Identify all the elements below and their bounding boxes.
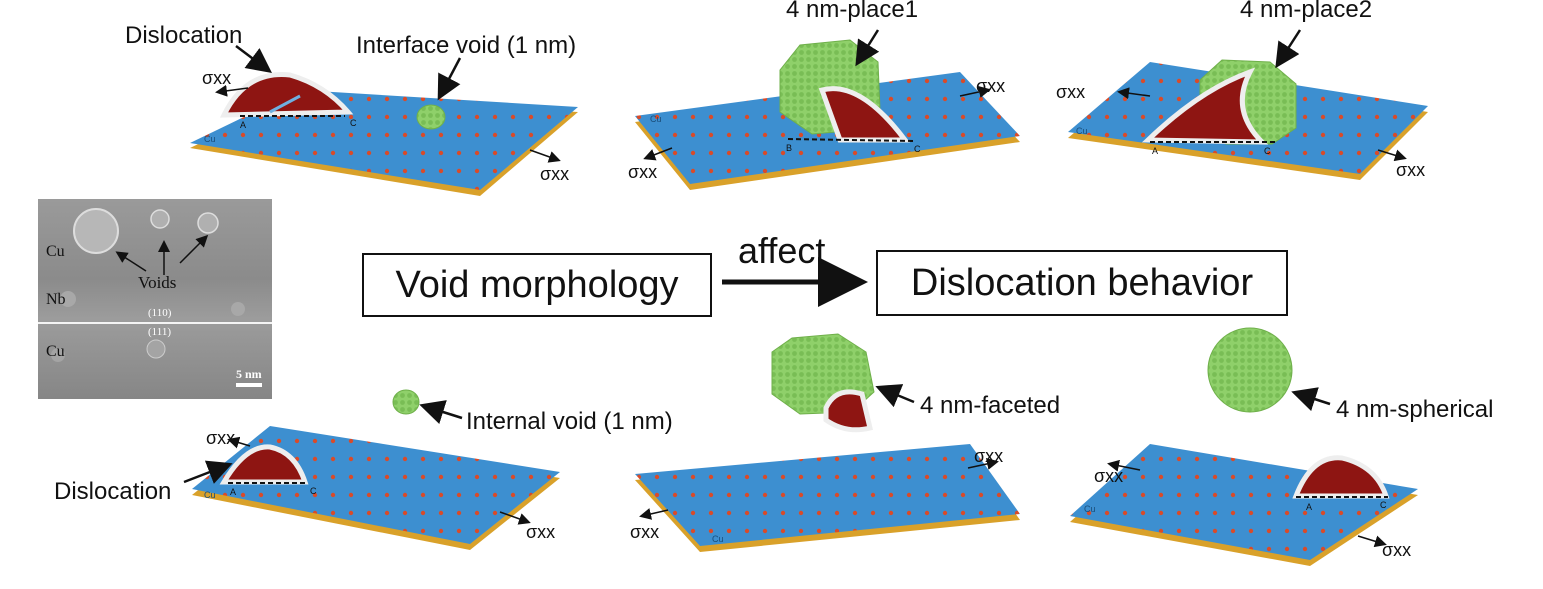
annotation-arrows [183, 29, 1331, 484]
sigma-label: σxx [976, 76, 1006, 96]
label-interface-void: Interface void (1 nm) [356, 32, 577, 59]
tem-label-cu-bottom: Cu [46, 343, 65, 360]
cu-nb-slab [635, 444, 1020, 546]
tag-c: C [1264, 146, 1271, 156]
dislocation-loop [219, 444, 309, 485]
sigma-label: σxx [1396, 160, 1426, 180]
label-dislocation-top: Dislocation [125, 22, 243, 49]
arrow-spherical [1291, 387, 1331, 412]
tag-cu: Cu [650, 114, 662, 124]
tag-a: A [230, 487, 237, 497]
arrow-internal-void [419, 400, 463, 424]
panel-interface-void-1nm [190, 72, 578, 196]
sigma-label: σxx [206, 428, 236, 448]
cu-nb-slab [1070, 444, 1418, 560]
label-internal-void: Internal void (1 nm) [466, 408, 673, 435]
arrow-dislocation-bottom [183, 460, 233, 484]
dislocation-loop [823, 389, 873, 433]
tag-c: C [914, 144, 921, 154]
label-dislocation-bottom: Dislocation [54, 478, 172, 505]
panel-4nm-spherical [1070, 327, 1418, 566]
internal-void-particle [392, 389, 420, 415]
interface-void-particle [416, 104, 446, 130]
sigma-label: σxx [540, 164, 570, 184]
tem-scale-bar-label: 5 nm [236, 367, 262, 381]
sigma-label: σxx [974, 446, 1004, 466]
tag-a: A [1152, 146, 1159, 156]
tem-micrograph: Cu Voids Nb (110) (111) Cu 5 nm [38, 199, 272, 399]
label-4nm-spherical: 4 nm-spherical [1336, 396, 1494, 423]
tag-cu: Cu [1084, 504, 1096, 514]
panel-4nm-place1 [635, 39, 1020, 190]
sigma-label: σxx [630, 522, 660, 542]
arrow-dislocation-top [235, 45, 272, 73]
panel-internal-void-1nm [192, 389, 560, 550]
affect-label: affect [738, 230, 826, 271]
burgers-vector [269, 94, 301, 114]
tag-cu: Cu [204, 490, 216, 500]
arrow-interface-void [437, 57, 462, 101]
tag-cu: Cu [1076, 126, 1088, 136]
tag-a: A [1306, 502, 1313, 512]
tag-c: C [350, 118, 357, 128]
void-4nm-spherical [1207, 327, 1293, 413]
panel-4nm-faceted [635, 333, 1020, 552]
tag-a: A [240, 120, 247, 130]
dislocation-loop [219, 72, 354, 118]
tem-label-cu-top: Cu [46, 243, 65, 260]
panel-4nm-place2 [1068, 59, 1428, 180]
tem-label-110: (110) [148, 307, 172, 319]
tem-label-voids: Voids [138, 273, 177, 292]
tem-label-nb: Nb [46, 291, 66, 308]
tag-cu: Cu [712, 534, 724, 544]
tem-label-111: (111) [148, 326, 172, 338]
dislocation-behavior-box: Dislocation behavior [876, 250, 1288, 316]
tem-texture [38, 208, 272, 387]
sigma-label: σxx [1382, 540, 1412, 560]
stress-arrows [215, 84, 1407, 548]
tag-cu: Cu [204, 134, 216, 144]
label-4nm-place2: 4 nm-place2 [1240, 0, 1373, 23]
dislocation-line [787, 138, 916, 142]
tag-b: B [786, 143, 793, 153]
arrow-faceted [875, 384, 915, 408]
arrow-place2 [1275, 29, 1302, 69]
dislocation-loop [1292, 455, 1390, 499]
tag-c: C [1380, 500, 1387, 510]
sigma-label: σxx [526, 522, 556, 542]
tag-c: C [310, 486, 317, 496]
dislocation-loop [1141, 67, 1269, 145]
void-morphology-box: Void morphology [362, 253, 712, 317]
label-4nm-place1: 4 nm-place1 [786, 0, 919, 23]
arrow-place1 [855, 29, 880, 67]
sigma-label: σxx [1094, 466, 1124, 486]
sigma-label: σxx [1056, 82, 1086, 102]
label-4nm-faceted: 4 nm-faceted [920, 392, 1061, 419]
sigma-label: σxx [202, 68, 232, 88]
sigma-label: σxx [628, 162, 658, 182]
